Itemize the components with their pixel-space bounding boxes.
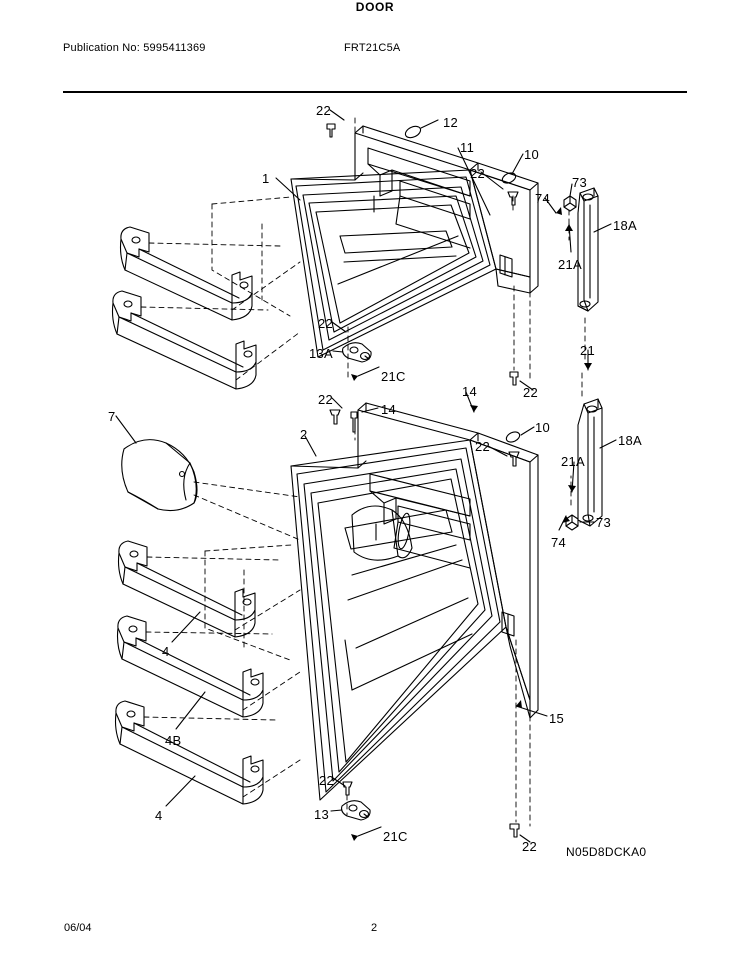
screw-22-lower-left-top xyxy=(329,409,341,425)
callout-13: 13 xyxy=(314,807,330,822)
fresh-food-door-liner xyxy=(317,478,479,763)
callout-22: 22 xyxy=(522,839,538,854)
callout-21: 21 xyxy=(580,343,596,358)
callout-10: 10 xyxy=(535,420,551,435)
callout-22: 22 xyxy=(475,439,491,454)
callout-7: 7 xyxy=(108,409,116,424)
plug-10-lower xyxy=(505,431,521,443)
callout-2: 2 xyxy=(300,427,308,442)
callout-12: 12 xyxy=(443,115,459,130)
callout-11: 11 xyxy=(460,140,475,155)
callout-4: 4 xyxy=(162,644,170,659)
callout-74: 74 xyxy=(551,535,567,550)
nut-73-lower xyxy=(565,514,579,531)
callout-22: 22 xyxy=(318,316,334,331)
callout-73: 73 xyxy=(596,515,612,530)
hinge-cam-13 xyxy=(341,800,371,821)
diagram-code: N05D8DCKA0 xyxy=(566,845,647,859)
door-bin-lower-2 xyxy=(116,615,264,718)
fresh-food-door-hinge-detail xyxy=(501,611,515,637)
fresh-food-door-bin-detail xyxy=(351,473,471,569)
callout-arrowheads xyxy=(351,207,592,841)
callout-22: 22 xyxy=(318,392,334,407)
callout-22: 22 xyxy=(319,773,335,788)
callout-21C: 21C xyxy=(381,369,406,384)
fresh-food-door-handle xyxy=(577,398,603,527)
screw-22-upper-right xyxy=(507,191,519,206)
footer-date: 06/04 xyxy=(64,922,92,934)
freezer-door-liner xyxy=(315,204,470,324)
callout-21C: 21C xyxy=(383,829,408,844)
hinge-cam-13A xyxy=(342,342,372,363)
callout-21A: 21A xyxy=(558,257,583,272)
callout-14: 14 xyxy=(381,402,397,417)
callout-15: 15 xyxy=(549,711,565,726)
plug-12 xyxy=(404,125,422,139)
assembly-reference-lines xyxy=(140,117,586,827)
callout-22: 22 xyxy=(523,385,539,400)
plug-10-upper xyxy=(501,172,517,184)
callout-22: 22 xyxy=(316,103,332,118)
freezer-door-shelf-assembly xyxy=(367,147,471,249)
door-bin-upper-1 xyxy=(119,226,253,321)
screw-22-lower-body xyxy=(509,371,519,386)
callout-18A: 18A xyxy=(618,433,643,448)
callout-4: 4 xyxy=(155,808,163,823)
freezer-door-handle xyxy=(577,187,599,312)
callout-18A: 18A xyxy=(613,218,638,233)
publication-number: Publication No: 5995411369 xyxy=(63,42,206,54)
freezer-door-hinge-detail xyxy=(499,254,513,278)
model-number: FRT21C5A xyxy=(344,42,401,54)
door-bin-lower-1 xyxy=(117,540,256,638)
page-title: DOOR xyxy=(355,0,395,14)
screw-22-bottom-right xyxy=(509,823,520,838)
freezer-door-body xyxy=(290,125,539,294)
title-divider xyxy=(63,91,687,93)
callout-21A: 21A xyxy=(561,454,586,469)
door-bin-lower-3 xyxy=(114,700,264,805)
callout-22: 22 xyxy=(470,166,486,181)
callout-73: 73 xyxy=(572,175,588,190)
screw-22-lower-right xyxy=(508,451,520,467)
callout-1: 1 xyxy=(262,171,270,186)
callout-74: 74 xyxy=(535,191,551,206)
screw-22-bottom-left xyxy=(342,781,353,796)
screw-22-top-left xyxy=(326,123,336,138)
callout-10: 10 xyxy=(524,147,540,162)
door-bin-upper-2 xyxy=(111,290,257,390)
callout-4B: 4B xyxy=(165,733,182,748)
callout-leader-lines xyxy=(115,109,617,843)
footer-page-number: 2 xyxy=(371,922,378,934)
fresh-food-door-gasket xyxy=(290,439,507,801)
callout-13A: 13A xyxy=(309,346,334,361)
callout-14: 14 xyxy=(462,384,478,399)
